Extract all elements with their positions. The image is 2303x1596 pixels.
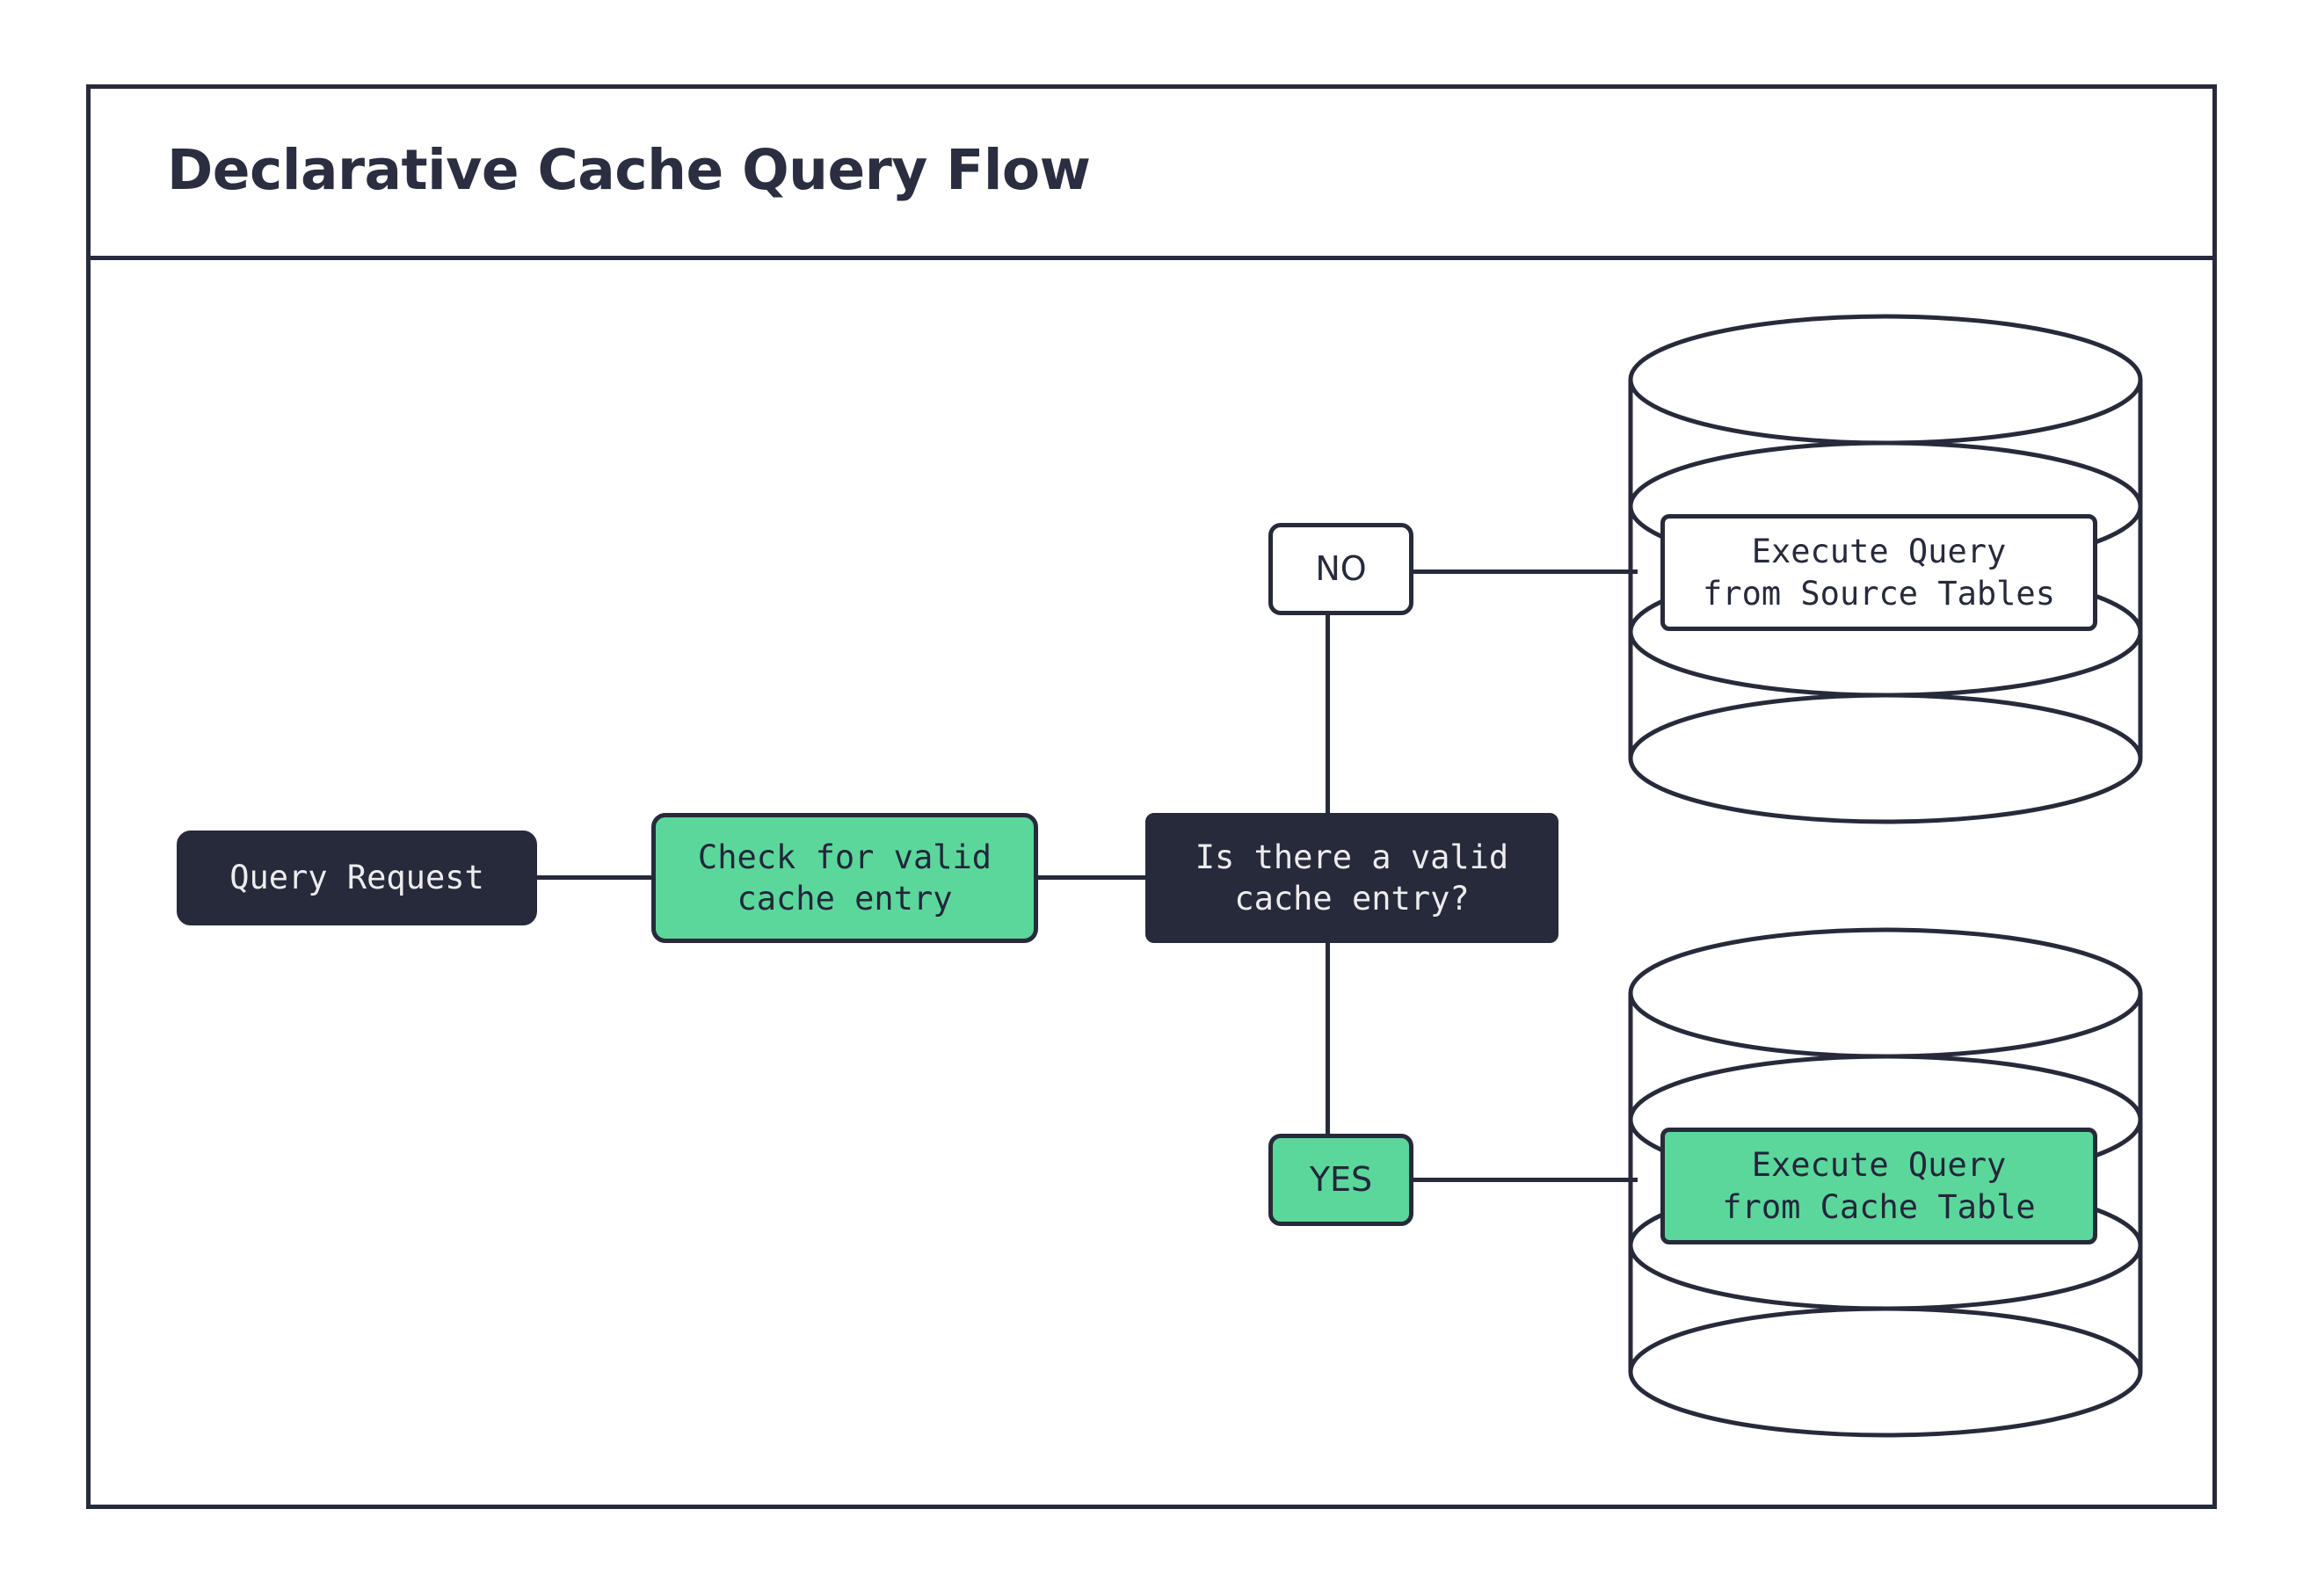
node-check-for-valid-cache-entry[interactable]: Check for valid cache entry <box>651 813 1038 943</box>
edge-decision-to-no <box>1326 613 1330 816</box>
edge-no-to-source-tables <box>1411 569 1638 574</box>
edge-yes-to-cache-table <box>1411 1178 1638 1182</box>
page-title: Declarative Cache Query Flow <box>167 138 1091 202</box>
node-decision-valid-cache-entry[interactable]: Is there a valid cache entry? <box>1145 813 1558 943</box>
edge-check-cache-to-decision <box>1035 875 1148 880</box>
node-query-request[interactable]: Query Request <box>177 831 537 925</box>
diagram-frame <box>86 84 2217 1509</box>
edge-query-request-to-check-cache <box>534 875 654 880</box>
branch-label-no[interactable]: NO <box>1268 523 1413 615</box>
database-cylinder-icon <box>1628 927 2143 1438</box>
edge-decision-to-yes <box>1326 939 1330 1136</box>
node-execute-query-from-cache-table[interactable]: Execute Query from Cache Table <box>1660 1128 2097 1244</box>
title-bar: Declarative Cache Query Flow <box>86 84 2217 260</box>
branch-label-yes[interactable]: YES <box>1268 1134 1413 1226</box>
node-execute-query-from-source-tables[interactable]: Execute Query from Source Tables <box>1660 514 2097 631</box>
